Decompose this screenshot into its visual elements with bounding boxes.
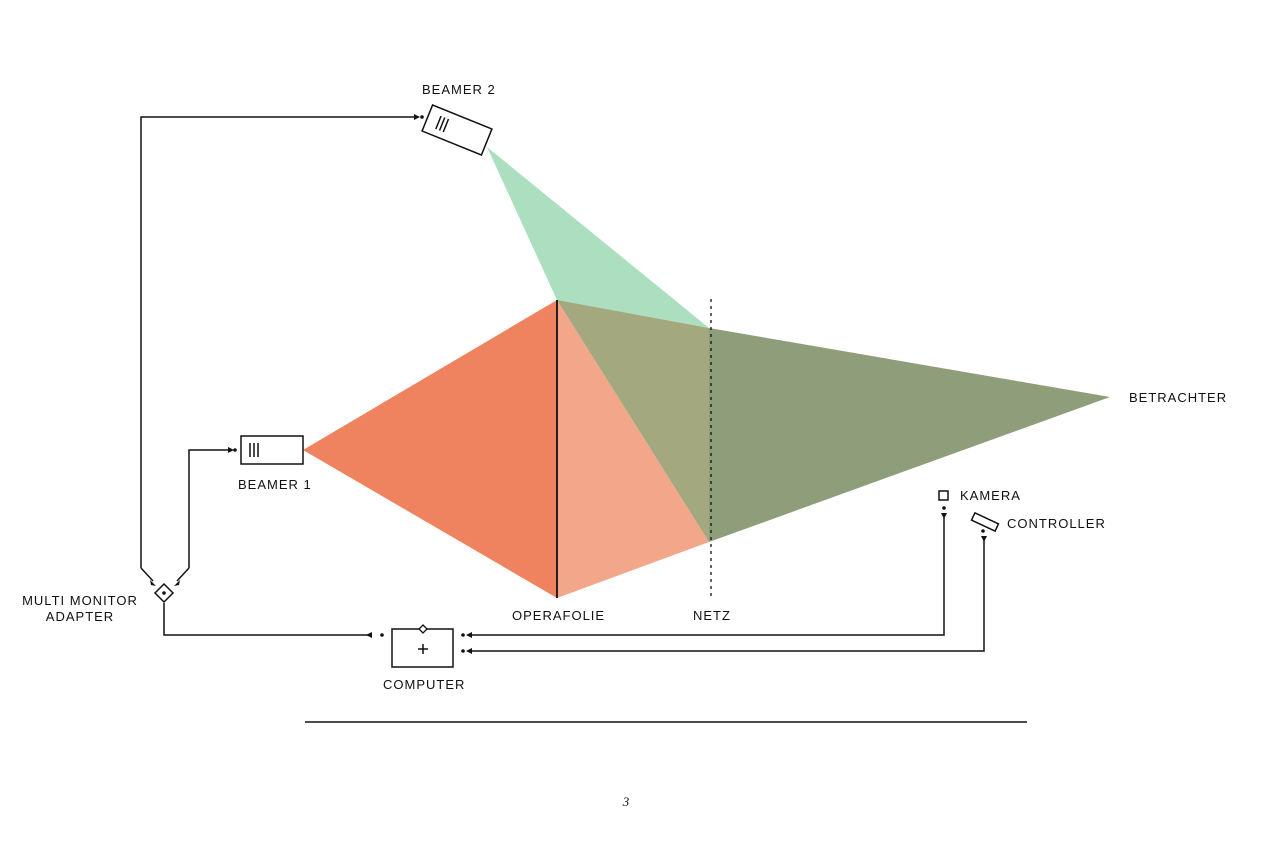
dot-beamer-2 xyxy=(420,115,424,119)
label-multi-monitor-adapter: MULTI MONITOR ADAPTER xyxy=(20,593,140,625)
label-computer: COMPUTER xyxy=(383,677,466,692)
multi-monitor-adapter-icon xyxy=(153,582,175,604)
arrow-computer-kamera xyxy=(466,632,472,638)
label-beamer-2: BEAMER 2 xyxy=(422,82,496,97)
arrow-beamer-1 xyxy=(228,447,234,453)
dot-computer-left xyxy=(380,633,384,637)
beam-1-cone-front xyxy=(303,300,557,598)
label-beamer-1: BEAMER 1 xyxy=(238,477,312,492)
arrow-adapter-left xyxy=(150,580,156,586)
kamera-camera-icon xyxy=(938,490,949,501)
label-betrachter: BETRACHTER xyxy=(1129,390,1228,405)
cable-kamera-computer xyxy=(472,518,945,636)
dot-computer-controller xyxy=(461,649,465,653)
beam-2-cone xyxy=(487,147,709,328)
dot-kamera xyxy=(942,506,946,510)
cables xyxy=(140,116,985,652)
beam-1-cone-back xyxy=(557,300,709,598)
page-number: 3 xyxy=(622,794,630,809)
label-controller: CONTROLLER xyxy=(1007,516,1106,531)
arrow-controller xyxy=(981,536,987,542)
dot-beamer-1 xyxy=(233,448,237,452)
label-multi-monitor-line-2: ADAPTER xyxy=(45,609,115,624)
connectors xyxy=(150,114,987,654)
projection-cones xyxy=(303,147,1110,598)
beamer-1-projector-icon xyxy=(240,435,304,465)
overlap-cone xyxy=(557,300,709,542)
label-operafolie: OPERAFOLIE xyxy=(512,608,606,623)
cable-split-left xyxy=(140,567,154,582)
arrow-beamer-2 xyxy=(414,114,420,120)
viewer-cone xyxy=(709,328,1110,542)
computer-icon xyxy=(391,624,454,668)
controller-icon xyxy=(970,511,1000,533)
arrow-kamera xyxy=(941,513,947,519)
dot-computer-kamera xyxy=(461,633,465,637)
arrow-computer-controller xyxy=(466,648,472,654)
cable-adapter-beamer-2 xyxy=(140,116,414,568)
arrow-adapter-right xyxy=(174,580,180,586)
label-kamera: KAMERA xyxy=(960,488,1021,503)
arrow-computer-left xyxy=(366,632,372,638)
cable-split-right xyxy=(176,567,190,582)
label-multi-monitor-line-1: MULTI MONITOR xyxy=(22,593,138,608)
dot-controller xyxy=(981,529,985,533)
cable-controller-computer xyxy=(472,540,985,652)
cable-adapter-computer xyxy=(163,603,372,636)
label-netz: NETZ xyxy=(693,608,731,623)
beamer-2-projector-icon xyxy=(421,104,493,156)
cable-adapter-beamer-1 xyxy=(188,449,228,568)
